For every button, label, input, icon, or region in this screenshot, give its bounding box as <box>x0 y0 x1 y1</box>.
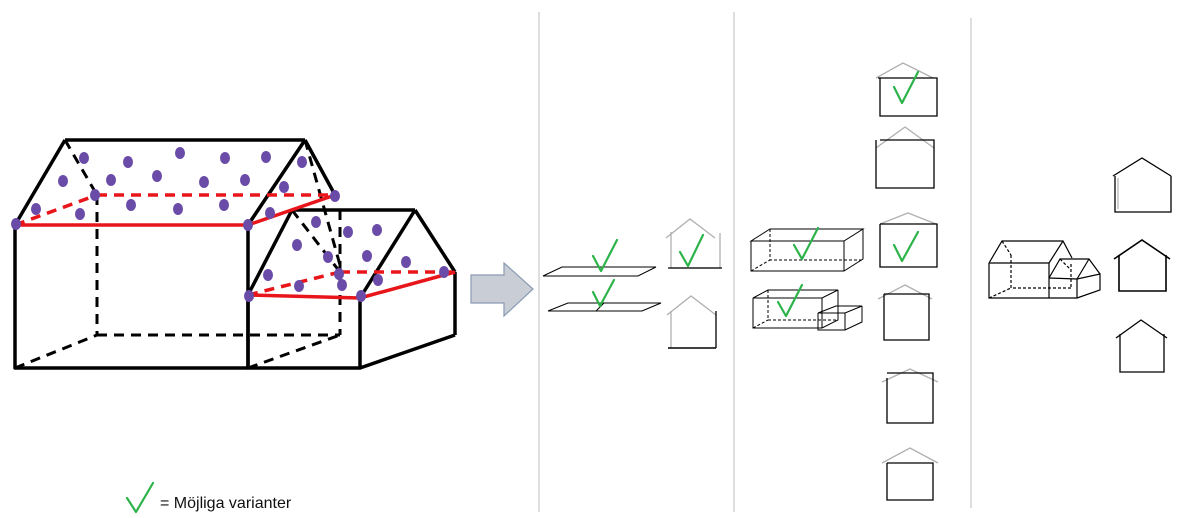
roof-point <box>373 274 383 286</box>
roof-points <box>11 147 449 302</box>
check-icon <box>591 238 619 273</box>
roof-point <box>11 218 21 230</box>
column-1-checks <box>591 233 705 308</box>
column-1-variants <box>542 218 722 349</box>
roof-point <box>311 216 321 228</box>
gable-house-variant <box>665 218 722 269</box>
roof-point <box>219 199 229 211</box>
roof-point <box>244 290 254 302</box>
check-icon <box>892 230 920 263</box>
roof-point <box>199 176 209 188</box>
roof-point <box>279 181 289 193</box>
house-variant-5 <box>881 368 939 424</box>
legend: = Möjliga varianter <box>125 481 292 514</box>
check-icon <box>892 70 920 105</box>
house-variant-4 <box>877 284 933 341</box>
small-house-outline <box>246 208 457 370</box>
large-house-hidden-edges <box>14 139 342 370</box>
roof-point <box>243 219 253 231</box>
result-house-2 <box>1113 239 1171 292</box>
roof-point <box>123 156 133 168</box>
roof-point <box>330 190 340 202</box>
roof-point <box>297 156 307 168</box>
result-house-1 <box>1112 157 1172 213</box>
roof-point <box>79 152 89 164</box>
column-2-variants <box>749 62 939 501</box>
house-variant-2 <box>875 126 935 189</box>
main-house-figure <box>11 138 457 370</box>
roof-point <box>261 151 271 163</box>
check-icon <box>792 226 820 261</box>
check-icon <box>125 481 155 514</box>
roof-point <box>175 147 185 159</box>
house-variant-3 <box>879 212 938 268</box>
roof-point <box>337 279 347 291</box>
right-arrow-icon <box>470 261 534 318</box>
roof-point <box>90 189 100 201</box>
box-variant <box>749 228 865 272</box>
roof-point <box>343 226 353 238</box>
roof-point <box>372 224 382 236</box>
roof-point <box>439 266 449 278</box>
check-icon <box>591 278 616 308</box>
roof-point <box>294 280 304 292</box>
roof-point <box>152 170 162 182</box>
check-icon <box>776 283 804 318</box>
gable-house-variant <box>666 295 717 349</box>
roof-point <box>401 256 411 268</box>
house-variant-6 <box>881 447 939 501</box>
roof-point <box>31 203 41 215</box>
roof-hidden-edges <box>14 193 455 297</box>
roof-point <box>126 199 136 211</box>
roof-point <box>334 268 344 280</box>
roof-point <box>356 290 366 302</box>
house-variant-1 <box>875 62 938 117</box>
composite-house-result <box>988 240 1101 299</box>
roof-point <box>173 203 183 215</box>
roof-point <box>323 251 333 263</box>
roof-point <box>263 269 273 281</box>
flat-plane-split-variant <box>547 302 662 312</box>
roof-point <box>106 174 116 186</box>
roof-point <box>240 174 250 186</box>
roof-point <box>75 208 85 220</box>
legend-label: = Möjliga varianter <box>160 495 292 512</box>
double-box-variant <box>752 289 863 331</box>
roof-base-edges <box>15 193 456 300</box>
roof-point <box>292 239 302 251</box>
roof-point <box>220 152 230 164</box>
roof-point <box>265 207 275 219</box>
check-icon <box>678 233 705 268</box>
small-house-hidden-edges <box>247 209 342 370</box>
column-2-checks <box>776 70 920 318</box>
column-3-variants <box>988 157 1172 373</box>
result-house-3 <box>1115 319 1168 373</box>
roof-point <box>362 250 372 262</box>
flat-plane-variant <box>542 266 657 277</box>
roof-point <box>58 175 68 187</box>
column-dividers <box>538 12 972 512</box>
